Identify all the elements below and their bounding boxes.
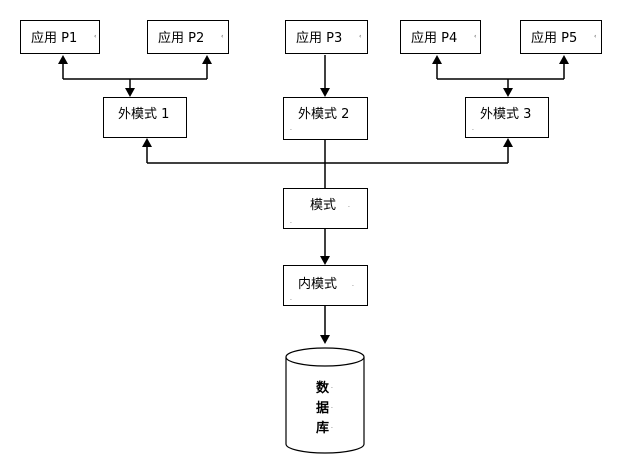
arrow-up-p2 bbox=[202, 55, 212, 64]
external-schema-box-2: 外模式 2 . bbox=[283, 97, 368, 140]
app-box-p5: 应用 P5 ‹ bbox=[520, 20, 602, 54]
arrow-up-ext3 bbox=[503, 138, 513, 147]
database-cylinder-body bbox=[285, 357, 365, 454]
arrow-down-ext2 bbox=[320, 88, 330, 97]
internal-schema-box: 内模式 . . bbox=[283, 265, 368, 306]
schema-box: 模式 . . bbox=[283, 188, 368, 229]
paragraph-mark-icon: ‹ bbox=[221, 33, 224, 40]
app-box-p4: 应用 P4 ‹ bbox=[400, 20, 481, 54]
arrow-up-p4 bbox=[432, 55, 442, 64]
arrow-up-ext1 bbox=[142, 138, 152, 147]
paragraph-mark-icon: ‹ bbox=[94, 33, 97, 40]
paragraph-mark-icon: . bbox=[331, 423, 333, 430]
app-box-p3: 应用 P3 ‹ bbox=[285, 20, 368, 54]
database-cylinder-top bbox=[285, 347, 365, 367]
schema-label: 模式 bbox=[310, 198, 337, 213]
paragraph-mark-icon: . bbox=[331, 403, 333, 410]
paragraph-mark-icon: . bbox=[352, 281, 354, 288]
paragraph-mark-icon: ‹ bbox=[594, 33, 597, 40]
paragraph-mark-icon: . bbox=[290, 125, 292, 132]
paragraph-mark-icon: . bbox=[290, 295, 292, 302]
arrow-down-internal bbox=[320, 256, 330, 265]
database-char-1: 数 bbox=[316, 381, 330, 396]
arrow-down-ext1 bbox=[125, 88, 135, 97]
paragraph-mark-icon: . bbox=[348, 202, 350, 209]
external-schema-box-3: 外模式 3 . bbox=[465, 97, 549, 138]
external-schema-label-3: 外模式 3 bbox=[480, 107, 532, 122]
app-label-p4: 应用 P4 bbox=[411, 31, 458, 46]
app-label-p5: 应用 P5 bbox=[531, 31, 578, 46]
paragraph-mark-icon: ‹ bbox=[474, 33, 477, 40]
internal-schema-label: 内模式 bbox=[298, 277, 338, 292]
external-schema-box-1: 外模式 1 bbox=[103, 97, 187, 138]
app-label-p2: 应用 P2 bbox=[158, 31, 205, 46]
app-box-p2: 应用 P2 ‹ bbox=[147, 20, 229, 54]
app-label-p3: 应用 P3 bbox=[296, 31, 343, 46]
database-char-3: 库 bbox=[316, 421, 330, 436]
external-schema-label-2: 外模式 2 bbox=[298, 107, 350, 122]
paragraph-mark-icon: . bbox=[331, 383, 333, 390]
arrow-down-ext3 bbox=[503, 88, 513, 97]
paragraph-mark-icon: . bbox=[472, 125, 474, 132]
database-char-2: 据 bbox=[316, 401, 330, 416]
arrow-up-p5 bbox=[559, 55, 569, 64]
arrow-up-p1 bbox=[58, 55, 68, 64]
arrow-down-database bbox=[320, 335, 330, 344]
paragraph-mark-icon: . bbox=[290, 218, 292, 225]
app-label-p1: 应用 P1 bbox=[31, 31, 78, 46]
app-box-p1: 应用 P1 ‹ bbox=[20, 20, 100, 54]
external-schema-label-1: 外模式 1 bbox=[118, 107, 170, 122]
paragraph-mark-icon: ‹ bbox=[359, 33, 362, 40]
